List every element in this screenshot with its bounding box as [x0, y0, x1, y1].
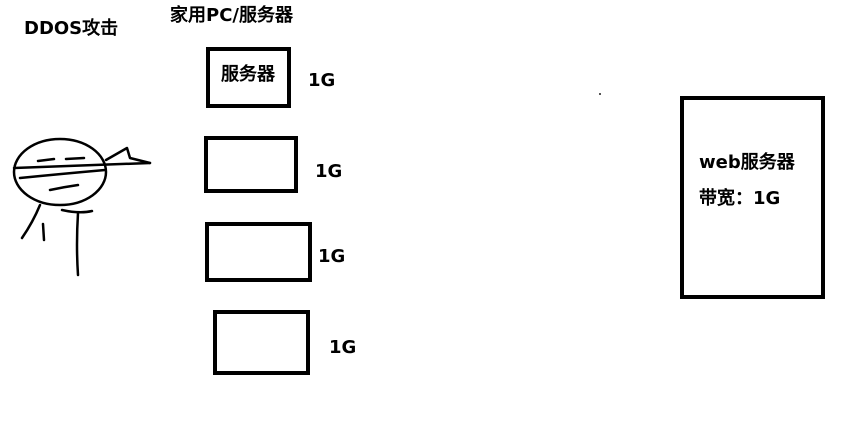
machine-box-1 — [206, 47, 291, 108]
web-server-label: web服务器 — [699, 152, 795, 173]
machine-box-2 — [204, 136, 298, 193]
group-label: 家用PC/服务器 — [170, 5, 293, 26]
machine-bandwidth-3: 1G — [318, 246, 346, 267]
machine-bandwidth-1: 1G — [308, 70, 336, 91]
machine-box-4 — [213, 310, 310, 375]
stray-dot — [599, 93, 601, 95]
machine-box-3 — [205, 222, 312, 282]
machine-bandwidth-2: 1G — [315, 161, 343, 182]
web-server-box — [680, 96, 825, 299]
attacker-stick-figure-icon — [12, 137, 152, 277]
machine-bandwidth-4: 1G — [329, 337, 357, 358]
machine-box-1-label: 服务器 — [221, 64, 275, 85]
web-server-bandwidth: 带宽：1G — [699, 188, 781, 209]
diagram-title: DDOS攻击 — [24, 18, 119, 39]
